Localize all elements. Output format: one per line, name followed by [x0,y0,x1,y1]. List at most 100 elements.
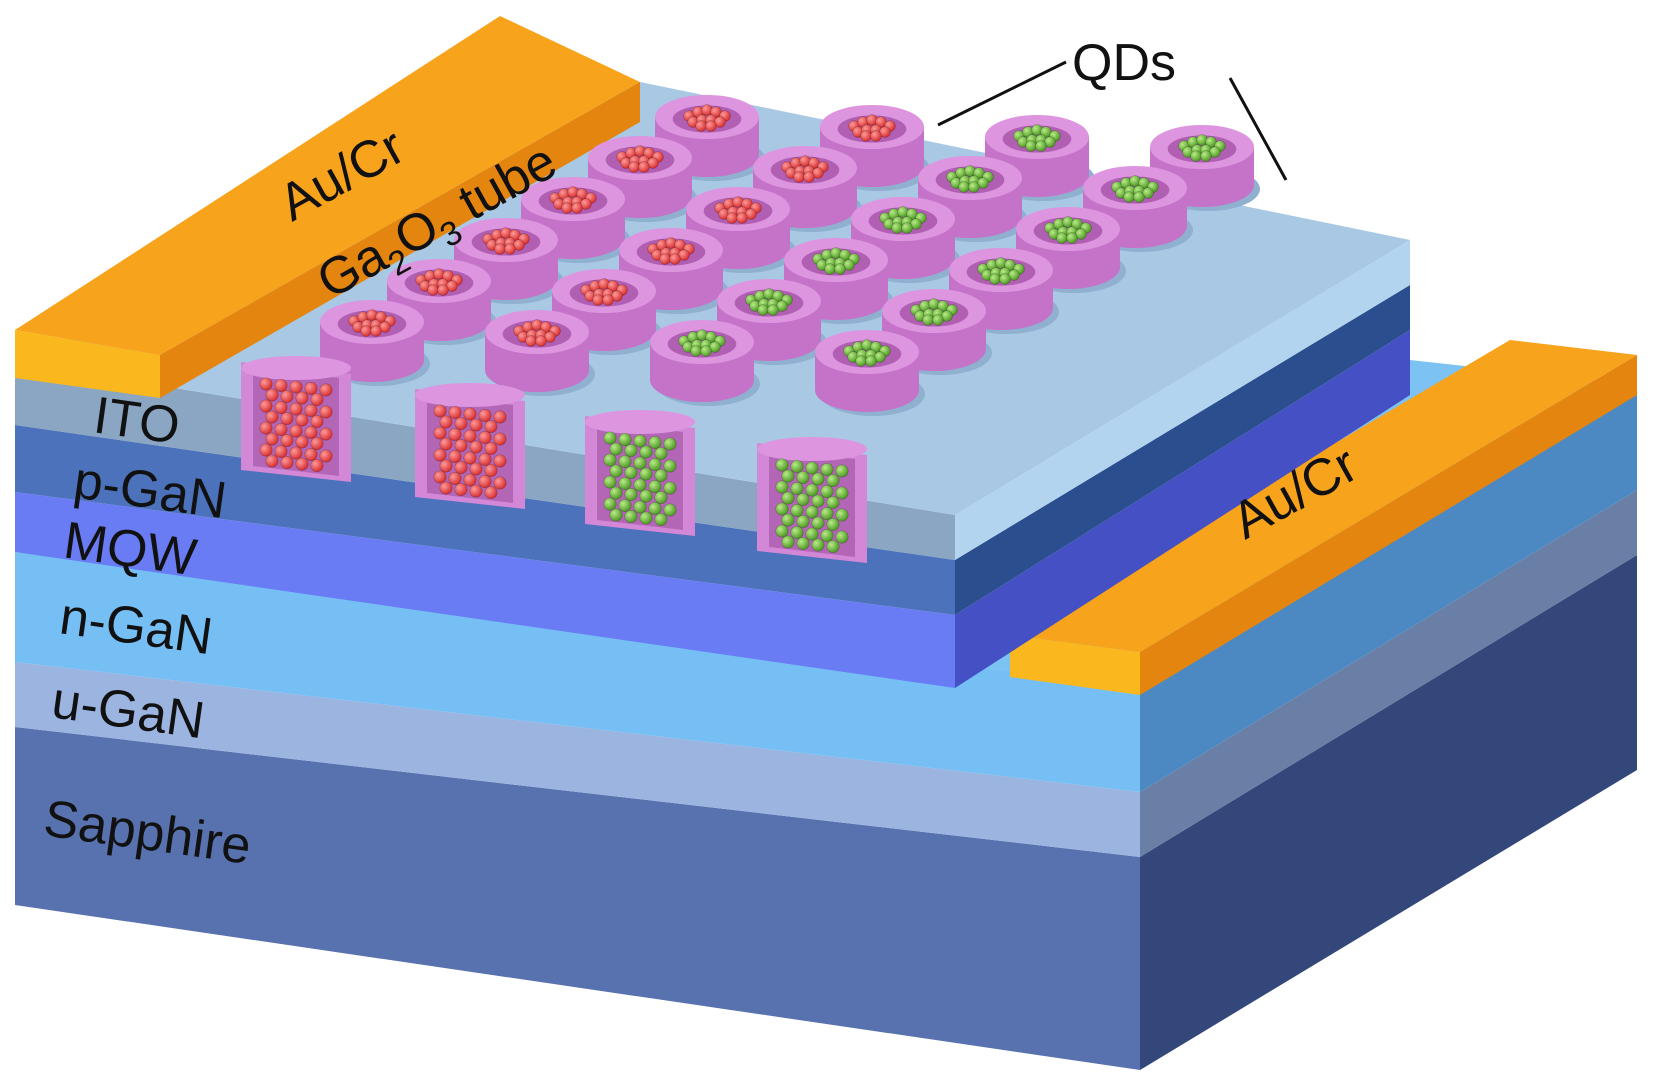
quantum-dot [289,402,303,416]
quantum-dot [705,120,717,132]
quantum-dot [1190,150,1202,162]
quantum-dot [493,410,507,424]
quantum-dot [790,459,804,473]
quantum-dot [259,421,273,435]
quantum-dot [855,355,867,367]
qd-cluster-green [977,257,1025,285]
quantum-dot [469,484,483,498]
quantum-dot [259,443,273,457]
quantum-dot [304,447,318,461]
mqw-front [15,492,955,688]
quantum-dot [922,314,934,326]
qd-cluster-red [549,186,597,214]
electrode-right [1010,340,1637,695]
quantum-dot [439,415,453,429]
quantum-dot [663,481,677,495]
quantum-dot [700,345,712,357]
qd-cluster-red [348,309,396,337]
sapphire-layer [15,555,1637,1070]
quantum-dot [633,434,647,448]
quantum-dot [609,464,623,478]
quantum-dot [618,498,632,512]
ito-side [955,240,1410,560]
quantum-dot [891,222,903,234]
qd-stack-red [259,377,333,472]
quantum-dot [860,130,872,142]
quantum-dot [280,433,294,447]
quantum-dot [319,405,333,419]
quantum-dot [659,253,671,265]
quantum-dot [835,486,849,500]
quantum-dot [469,462,483,476]
quantum-dot [618,476,632,490]
quantum-dot [624,465,638,479]
quantum-dot [484,485,498,499]
quantum-dot [654,446,668,460]
qd-cluster-green [1178,134,1226,162]
quantum-dot [796,470,810,484]
quantum-dot [463,473,477,487]
electrode-left [15,16,640,398]
quantum-dot [796,536,810,550]
quantum-dot [454,460,468,474]
qd-cluster-green [910,298,958,326]
quantum-dot [824,263,836,275]
quantum-dot [663,459,677,473]
quantum-dot [932,314,944,326]
sapphire-front [15,727,1140,1070]
quantum-dot [968,181,980,193]
quantum-dot [310,458,324,472]
quantum-dot [463,429,477,443]
quantum-dot [609,442,623,456]
quantum-dot [259,377,273,391]
quantum-dot [280,455,294,469]
quantum-dot [265,410,279,424]
ga2o3-tube-cutaway [585,410,695,536]
quantum-dot [310,392,324,406]
quantum-dot [265,432,279,446]
quantum-dot [603,431,617,445]
quantum-dot [820,528,834,542]
quantum-dot [835,530,849,544]
quantum-dot [663,503,677,517]
quantum-dot [1200,150,1212,162]
quantum-dot [454,482,468,496]
quantum-dot [478,408,492,422]
quantum-dot [999,273,1011,285]
quantum-dot [654,468,668,482]
quantum-dot [259,399,273,413]
quantum-dot [463,451,477,465]
tube-cutaway-rim [415,383,525,407]
ga2o3-tube [485,310,595,396]
mqw-side [955,330,1410,688]
qd-cluster-green [678,329,726,357]
quantum-dot [274,422,288,436]
quantum-dot [439,459,453,473]
quantum-dot [433,448,447,462]
quantum-dot [790,481,804,495]
quantum-dot [865,355,877,367]
quantum-dot [835,464,849,478]
qds-leader-line-right [1228,77,1288,181]
quantum-dot [603,497,617,511]
quantum-dot [592,294,604,306]
quantum-dot [265,388,279,402]
quantum-dot [1133,191,1145,203]
quantum-dot [811,538,825,552]
quantum-dot [504,243,516,255]
qd-cluster-red [482,227,530,255]
qd-cluster-red [781,155,829,183]
quantum-dot [639,489,653,503]
quantum-dot [280,411,294,425]
quantum-dot [781,513,795,527]
quantum-dot [469,418,483,432]
quantum-dot [648,479,662,493]
quantum-dot [1056,232,1068,244]
quantum-dot [790,503,804,517]
quantum-dot [304,425,318,439]
quantum-dot [370,325,382,337]
quantum-dot [648,501,662,515]
n-gan-side [1140,385,1637,792]
quantum-dot [360,325,372,337]
quantum-dot [463,407,477,421]
